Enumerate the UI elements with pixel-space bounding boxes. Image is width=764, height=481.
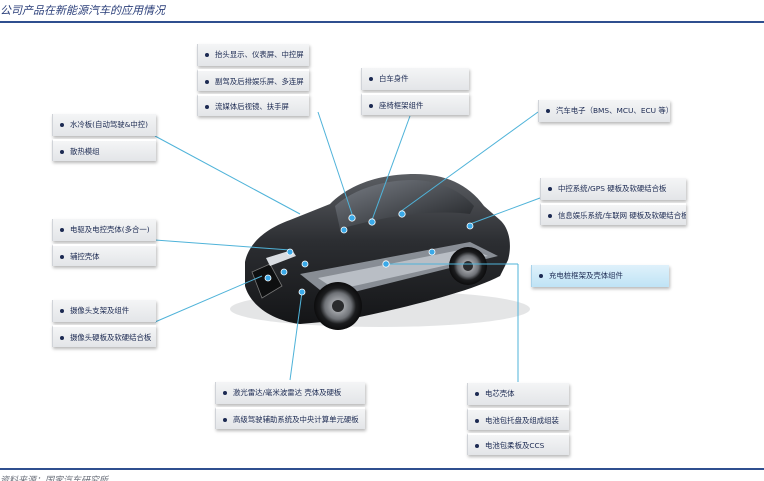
battery-item: 电池包柔板及CCS — [467, 433, 569, 455]
figure-title: 公司产品在新能源汽车的应用情况 — [0, 2, 764, 18]
adas-callout: 激光雷达/毫米波雷达 壳体及硬板 高级驾驶辅助系统及中央计算单元硬板 — [215, 382, 365, 432]
cooling-item: 水冷板(自动驾驶&中控) — [52, 114, 156, 136]
motor-callout: 电驱及电控壳体(多合一) 辅控壳体 — [52, 219, 156, 269]
battery-item: 电池包托盘及组成组装 — [467, 408, 569, 430]
cooling-callout: 水冷板(自动驾驶&中控) 散热模组 — [52, 114, 156, 164]
camera-item: 摄像头硬板及软硬结合板 — [52, 325, 156, 347]
body-item: 座椅框架组件 — [361, 93, 469, 115]
motor-item: 辅控壳体 — [52, 244, 156, 266]
display-item: 副驾及后排娱乐屏、多连屏 — [197, 69, 309, 91]
body-item: 白车身件 — [361, 68, 469, 90]
infotainment-callout: 中控系统/GPS 硬板及软硬结合板 信息娱乐系统/车联网 硬板及软硬结合板 — [540, 178, 686, 228]
charging-item: 充电桩框架及壳体组件 — [531, 265, 669, 287]
electronics-item: 汽车电子（BMS、MCU、ECU 等） — [538, 100, 670, 122]
camera-callout: 摄像头支架及组件 摄像头硬板及软硬结合板 — [52, 300, 156, 350]
infotainment-item: 中控系统/GPS 硬板及软硬结合板 — [540, 178, 686, 200]
application-diagram: 抬头显示、仪表屏、中控屏 副驾及后排娱乐屏、多连屏 流媒体后视镜、扶手屏 白车身… — [0, 24, 764, 466]
battery-item: 电芯壳体 — [467, 383, 569, 405]
display-callout: 抬头显示、仪表屏、中控屏 副驾及后排娱乐屏、多连屏 流媒体后视镜、扶手屏 — [197, 44, 309, 119]
camera-item: 摄像头支架及组件 — [52, 300, 156, 322]
display-item: 流媒体后视镜、扶手屏 — [197, 94, 309, 116]
cooling-item: 散热模组 — [52, 139, 156, 161]
electronics-callout: 汽车电子（BMS、MCU、ECU 等） — [538, 100, 670, 125]
adas-item: 激光雷达/毫米波雷达 壳体及硬板 — [215, 382, 365, 404]
motor-item: 电驱及电控壳体(多合一) — [52, 219, 156, 241]
battery-callout: 电芯壳体 电池包托盘及组成组装 电池包柔板及CCS — [467, 383, 569, 458]
bottom-rule — [0, 468, 764, 470]
top-rule — [0, 21, 764, 23]
adas-item: 高级驾驶辅助系统及中央计算单元硬板 — [215, 407, 365, 429]
infotainment-item: 信息娱乐系统/车联网 硬板及软硬结合板 — [540, 203, 686, 225]
display-item: 抬头显示、仪表屏、中控屏 — [197, 44, 309, 66]
charging-callout: 充电桩框架及壳体组件 — [531, 265, 669, 290]
source-note: 资料来源：国家汽车研究所 — [0, 473, 764, 481]
body-callout: 白车身件 座椅框架组件 — [361, 68, 469, 118]
